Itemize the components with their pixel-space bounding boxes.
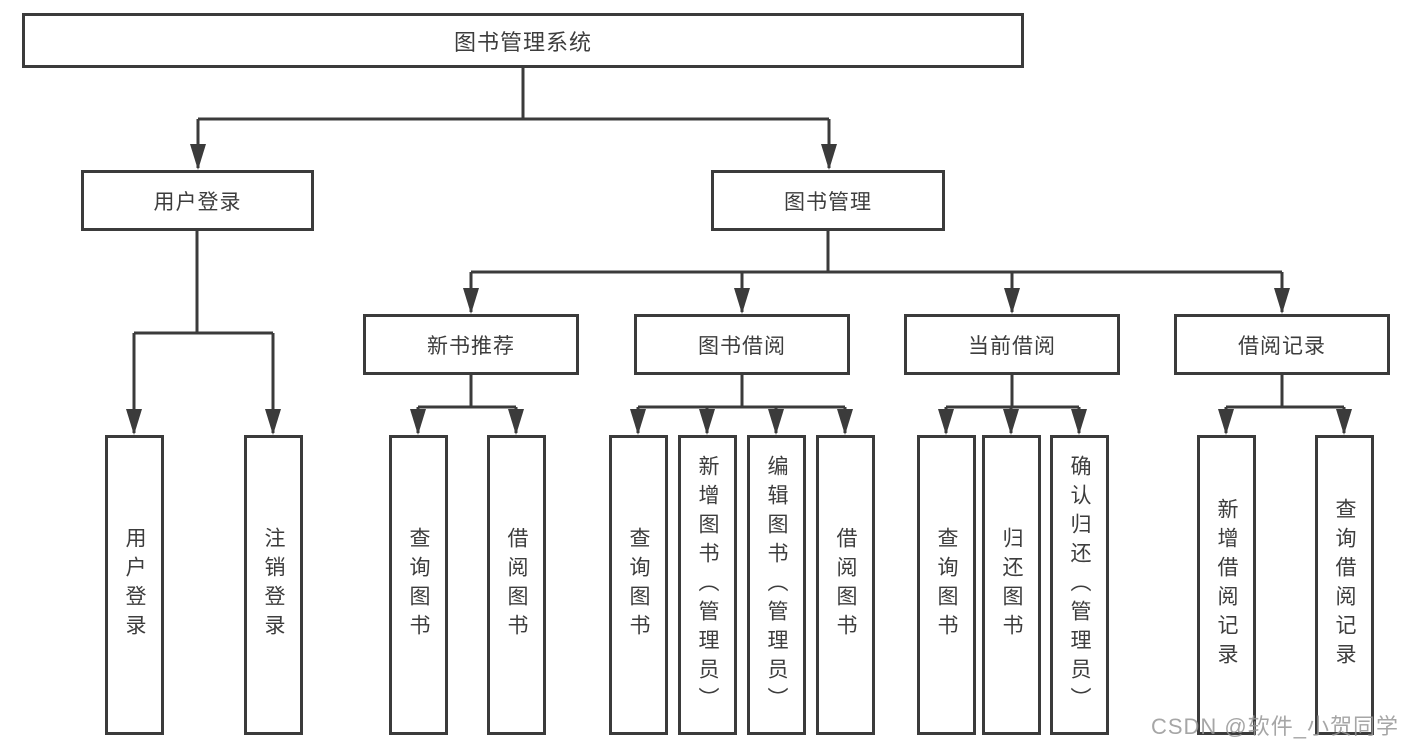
leaf-query-books-current-label: 查询图书: [935, 527, 958, 643]
leaf-query-borrow-record-label: 查询借阅记录: [1333, 498, 1356, 672]
leaf-add-book-admin: 新增图书（管理员）: [678, 435, 737, 735]
leaf-confirm-return-admin-label: 确认归还（管理员）: [1068, 454, 1091, 716]
leaf-query-books-borrow-label: 查询图书: [627, 527, 650, 643]
leaf-add-borrow-record-label: 新增借阅记录: [1215, 498, 1238, 672]
node-new-book-recommend: 新书推荐: [363, 314, 579, 375]
leaf-borrow-books-recommend-label: 借阅图书: [505, 527, 528, 643]
node-borrowing-records: 借阅记录: [1174, 314, 1390, 375]
leaf-add-book-admin-label: 新增图书（管理员）: [696, 454, 719, 716]
leaf-query-books-current: 查询图书: [917, 435, 976, 735]
node-book-management: 图书管理: [711, 170, 945, 231]
leaf-user-login-label: 用户登录: [123, 527, 146, 643]
leaf-query-books-borrow: 查询图书: [609, 435, 668, 735]
leaf-query-borrow-record: 查询借阅记录: [1315, 435, 1374, 735]
leaf-add-borrow-record: 新增借阅记录: [1197, 435, 1256, 735]
leaf-borrow-books-recommend: 借阅图书: [487, 435, 546, 735]
leaf-return-books: 归还图书: [982, 435, 1041, 735]
leaf-edit-book-admin: 编辑图书（管理员）: [747, 435, 806, 735]
node-library-system: 图书管理系统: [22, 13, 1024, 68]
leaf-return-books-label: 归还图书: [1000, 527, 1023, 643]
leaf-borrow-books-borrow-label: 借阅图书: [834, 527, 857, 643]
csdn-watermark: CSDN @软件_小贺同学: [1150, 714, 1399, 739]
leaf-query-books-recommend: 查询图书: [389, 435, 448, 735]
leaf-logout-label: 注销登录: [262, 527, 285, 643]
node-user-login: 用户登录: [81, 170, 314, 231]
leaf-query-books-recommend-label: 查询图书: [407, 527, 430, 643]
leaf-edit-book-admin-label: 编辑图书（管理员）: [765, 454, 788, 716]
node-book-borrowing: 图书借阅: [634, 314, 850, 375]
leaf-borrow-books-borrow: 借阅图书: [816, 435, 875, 735]
leaf-confirm-return-admin: 确认归还（管理员）: [1050, 435, 1109, 735]
leaf-logout: 注销登录: [244, 435, 303, 735]
node-current-borrowing: 当前借阅: [904, 314, 1120, 375]
leaf-user-login: 用户登录: [105, 435, 164, 735]
